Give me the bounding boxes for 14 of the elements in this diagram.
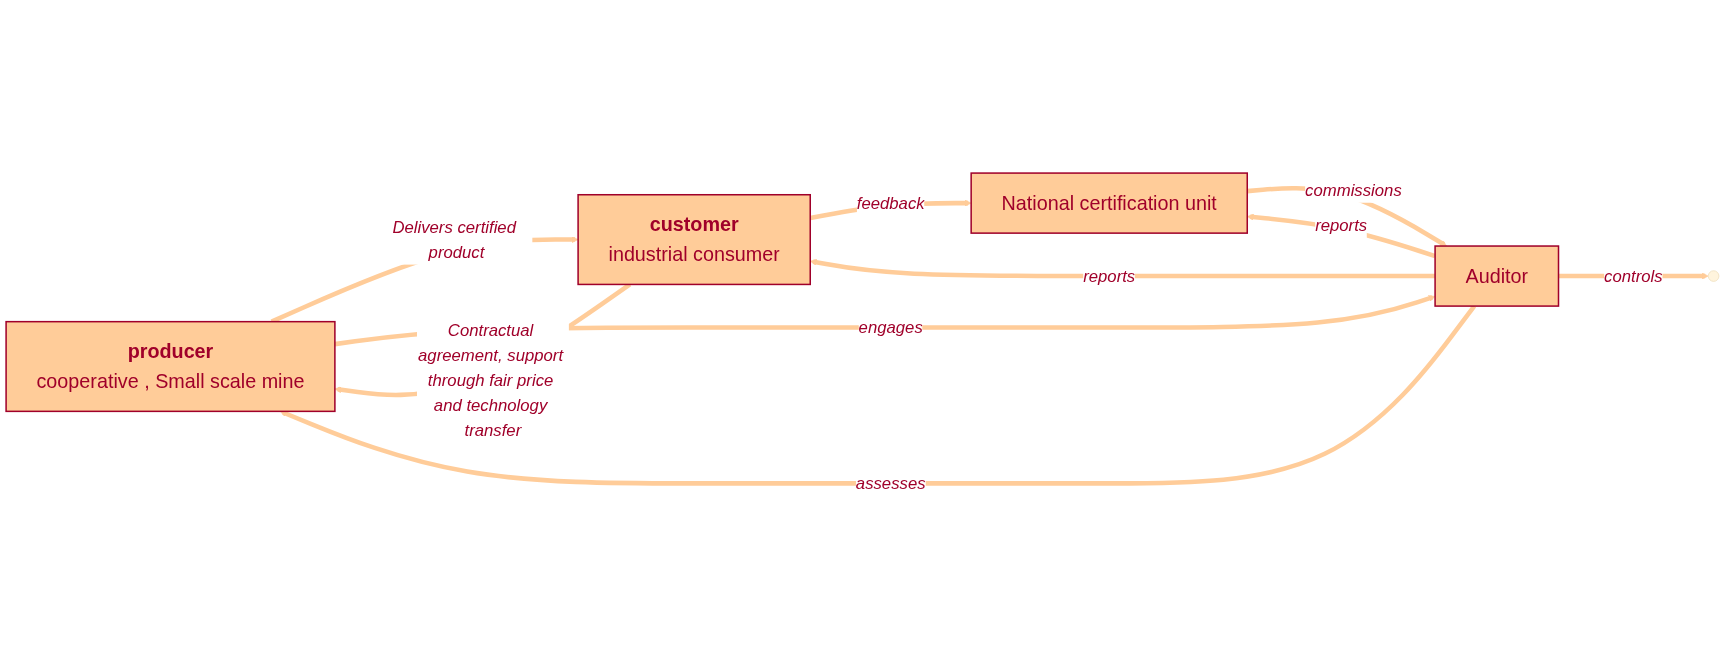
arrow (1247, 186, 1447, 247)
edge-label: commissions (1305, 180, 1402, 200)
edge-label: assesses (855, 473, 926, 493)
edge-label: Contractual agreement, support through fair price and technology transfer (418, 320, 564, 440)
edge-label: reports (1315, 216, 1368, 236)
edge-label: engages (858, 318, 923, 338)
node-box: Auditor (1434, 245, 1560, 307)
edge-label: Delivers certified product (392, 217, 516, 262)
node-box: National certification unit (970, 172, 1248, 234)
edge-label: controls (1604, 266, 1663, 286)
node-box: producer cooperative , Small scale mine (5, 320, 336, 413)
edge-label: feedback (856, 193, 925, 213)
edge-label: reports (1083, 266, 1136, 286)
node-box: customer industrial consumer (577, 194, 811, 286)
